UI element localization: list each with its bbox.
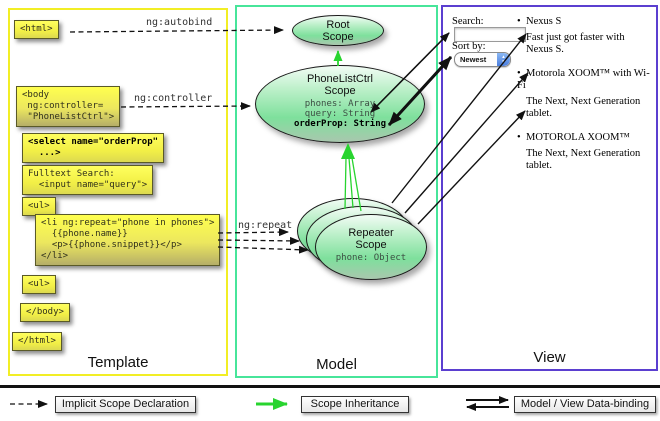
legend-divider (0, 385, 660, 388)
phonelistctrl-scope-title: PhoneListCtrl Scope (306, 73, 374, 97)
sort-select-value: Newest (460, 55, 487, 64)
legend-scope-inheritance-box: Scope Inheritance (301, 396, 409, 413)
ng-autobind-label: ng:autobind (146, 17, 213, 28)
bullet-icon: • (517, 68, 521, 79)
search-input[interactable] (454, 27, 526, 42)
ul-close-tag-box: <ul> (22, 275, 56, 294)
stepper-down-icon: ▼ (501, 58, 506, 64)
sort-select[interactable]: Newest ▲ ▼ (454, 52, 511, 67)
sort-by-label: Sort by: (452, 41, 486, 52)
template-panel-label: Template (87, 354, 149, 371)
model-panel-label: Model (316, 356, 357, 373)
phone-title: Nexus S (526, 16, 562, 27)
html-open-tag-box: <html> (14, 20, 59, 39)
model-panel: Model (235, 5, 438, 378)
list-item: • Nexus S Fast just got faster with Nexus… (517, 16, 653, 56)
view-panel-label: View (533, 349, 566, 366)
search-label: Search: (452, 16, 484, 27)
repeater-scope-ellipse-front: Repeater Scope phone: Object (315, 214, 427, 280)
root-scope-ellipse: Root Scope (292, 15, 384, 46)
root-scope-title: Root Scope (322, 19, 354, 43)
legend-implicit-scope-box: Implicit Scope Declaration (55, 396, 196, 413)
phonelistctrl-scope-props: phones: Array query: String (304, 99, 376, 119)
bullet-icon: • (517, 16, 521, 27)
phone-title: Motorola XOOM™ with Wi-Fi (517, 68, 650, 91)
phone-desc: Fast just got faster with Nexus S. (526, 32, 625, 55)
phonelistctrl-scope-orderprop: orderProp: String (293, 119, 387, 129)
list-item: • MOTOROLA XOOM™ The Next, Next Generatio… (517, 132, 653, 172)
list-item: •Motorola XOOM™ with Wi-Fi The Next, Nex… (517, 68, 653, 120)
body-open-tag-box: <body ng:controller= "PhoneListCtrl"> (16, 86, 121, 127)
select-stepper-icon: ▲ ▼ (497, 53, 510, 66)
legend-data-binding-box: Model / View Data-binding (514, 396, 656, 413)
ng-controller-label: ng:controller (134, 93, 213, 104)
fulltext-search-box: Fulltext Search: <input name="query"> (22, 165, 154, 195)
repeater-scope-title: Repeater Scope (348, 227, 394, 251)
phone-desc: The Next, Next Generation tablet. (526, 148, 641, 171)
phone-desc: The Next, Next Generation tablet. (526, 96, 641, 119)
html-close-tag-box: </html> (12, 332, 62, 351)
bullet-icon: • (517, 132, 521, 143)
phone-title: MOTOROLA XOOM™ (526, 132, 630, 143)
body-close-tag-box: </body> (20, 303, 70, 322)
phone-list: • Nexus S Fast just got faster with Nexus… (517, 16, 653, 184)
phonelistctrl-scope-ellipse: PhoneListCtrl Scope phones: Array query:… (255, 65, 425, 143)
select-tag-box: <select name="orderProp" ...> (22, 133, 165, 163)
ng-repeat-label: ng:repeat (238, 220, 293, 231)
li-repeat-tag-box: <li ng:repeat="phone in phones"> {{phone… (35, 214, 221, 266)
repeater-scope-prop: phone: Object (335, 253, 407, 263)
